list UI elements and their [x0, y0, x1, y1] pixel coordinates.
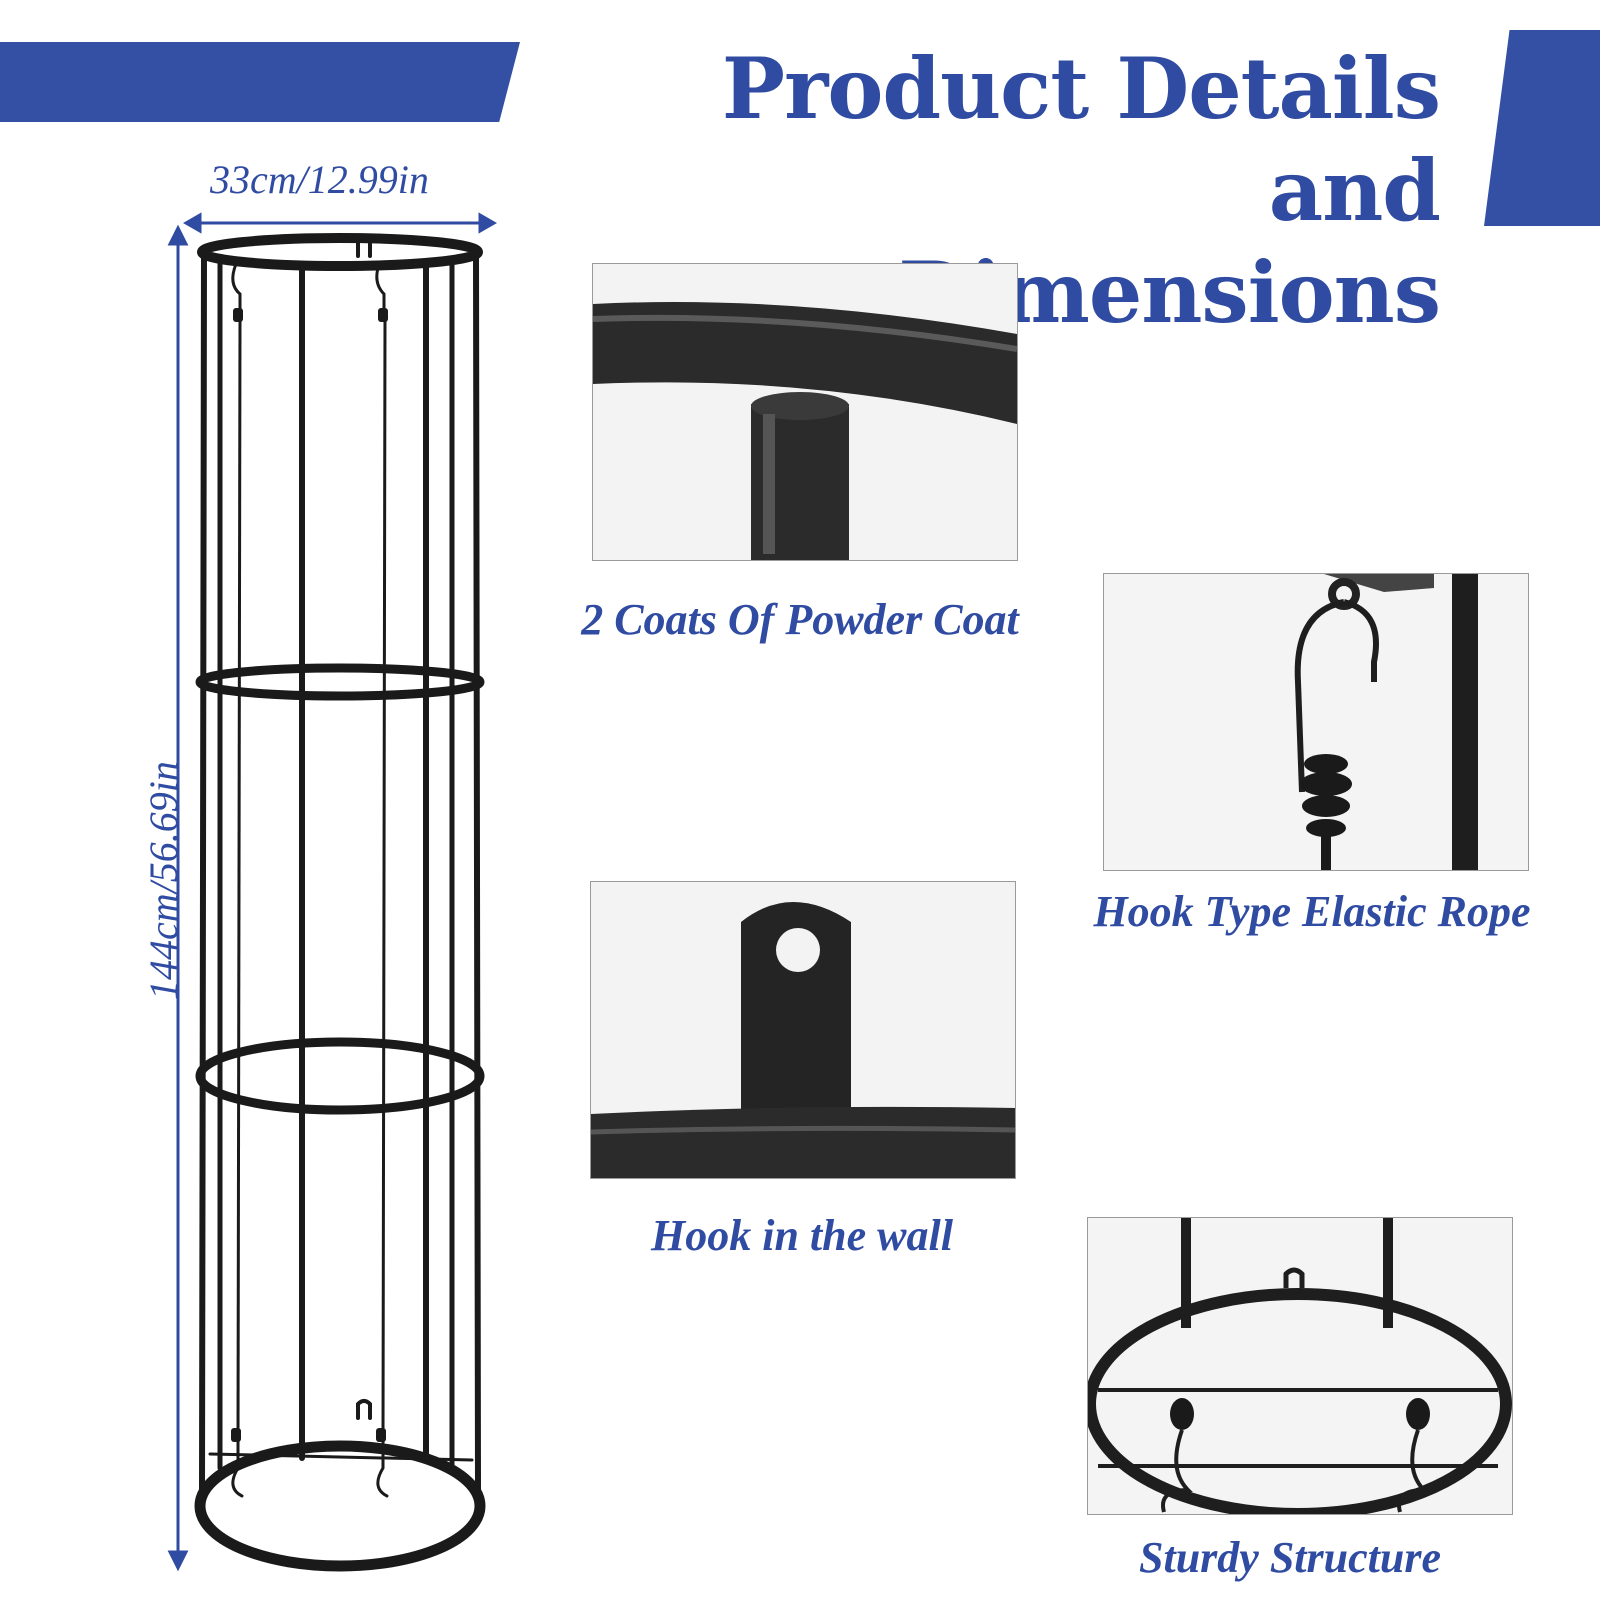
banner-left: [0, 42, 520, 122]
wall-hook-image: [591, 882, 1015, 1178]
detail-photo-powder-coat: [592, 263, 1018, 561]
width-label: 33cm/12.99in: [210, 157, 429, 202]
title-line-1: Product Details and: [721, 39, 1441, 240]
caption-elastic-rope: Hook Type Elastic Rope: [1093, 887, 1531, 936]
sturdy-structure-image: [1088, 1218, 1512, 1514]
height-label: 144cm/56.69in: [141, 761, 186, 1000]
caption-sturdy-structure: Sturdy Structure: [1139, 1533, 1441, 1582]
elastic-rope-image: [1104, 574, 1528, 870]
caption-powder-coat: 2 Coats Of Powder Coat: [581, 595, 1019, 644]
detail-photo-elastic-rope: [1103, 573, 1529, 871]
detail-photo-wall-hook: [590, 881, 1016, 1179]
powder-coat-image: [593, 264, 1017, 560]
trellis-illustration: [194, 233, 486, 1572]
detail-photo-sturdy-structure: [1087, 1217, 1513, 1515]
caption-wall-hook: Hook in the wall: [651, 1211, 953, 1260]
